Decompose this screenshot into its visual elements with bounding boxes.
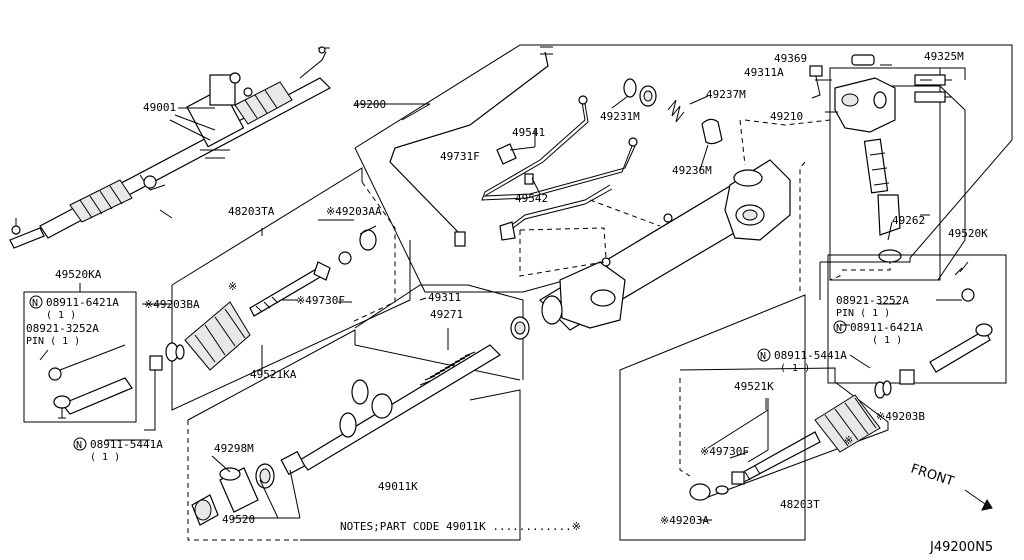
label-49271: 49271 <box>430 308 463 321</box>
label-49011k: 49011K <box>378 480 418 493</box>
label-49521ka: 49521KA <box>250 368 297 381</box>
group-outline-49200 <box>354 44 1013 263</box>
label-49200: 49200 <box>353 98 386 111</box>
label-qty-1l: ( 1 ) <box>90 452 120 463</box>
note-part-code: NOTES;PART CODE 49011K ............※ <box>340 520 581 533</box>
label-49298m: 49298M <box>214 442 254 455</box>
label-49237m: 49237M <box>706 88 746 101</box>
label-08911-5441a-l: 08911-5441A <box>90 438 163 451</box>
label-49203aa: ※49203AA <box>326 205 382 218</box>
label-49210: 49210 <box>770 110 803 123</box>
label-49311: 49311 <box>428 291 461 304</box>
label-49001: 49001 <box>143 101 176 114</box>
label-qty-1a: ( 1 ) <box>46 310 76 321</box>
label-08911-6421a: 08911-6421A <box>46 296 119 309</box>
label-49369: 49369 <box>774 52 807 65</box>
label-49520: 49520 <box>222 513 255 526</box>
label-star-t: ※ <box>844 434 853 447</box>
label-49520k: 49520K <box>948 227 988 240</box>
label-08911-6421a-r: 08911-6421A <box>850 321 923 334</box>
label-08921-3252a: 08921-3252A <box>26 322 99 335</box>
label-49730f-top: ※49730F <box>296 294 345 307</box>
label-48203ta: 48203TA <box>228 205 275 218</box>
label-qty-1r: ( 1 ) <box>872 335 902 346</box>
label-08921-3252a-r: 08921-3252A <box>836 294 909 307</box>
nut-symbol-2: N <box>836 323 842 334</box>
nut-symbol-1: N <box>32 298 38 309</box>
label-star-ta: ※ <box>228 280 237 293</box>
label-08911-5441a-r: 08911-5441A <box>774 349 847 362</box>
feed-pipe <box>389 51 549 247</box>
label-pin-1a: PIN ( 1 ) <box>26 336 80 347</box>
label-49203ba: ※49203BA <box>144 298 200 311</box>
label-49541: 49541 <box>512 126 545 139</box>
label-49311a: 49311A <box>744 66 784 79</box>
tie-rod-end-right-box <box>827 254 1007 384</box>
label-front: FRONT <box>909 462 956 490</box>
label-49731f: 49731F <box>440 150 480 163</box>
label-qty-1r2: ( 1 ) <box>780 363 810 374</box>
front-arrow <box>964 489 993 511</box>
group-49311-right <box>619 294 806 541</box>
label-49521k: 49521K <box>734 380 774 393</box>
label-49325m: 49325M <box>924 50 964 63</box>
diagram-code: J49200N5 <box>929 540 993 555</box>
group-48203ta <box>171 167 363 286</box>
steering-gear-assembly <box>9 46 331 249</box>
label-49203a: ※49203A <box>660 514 709 527</box>
label-48203t: 48203T <box>780 498 820 511</box>
gear-housing <box>539 159 791 331</box>
label-49236m: 49236M <box>672 164 712 177</box>
label-49231m: 49231M <box>600 110 640 123</box>
label-49520ka: 49520KA <box>55 268 102 281</box>
nut-symbol-3: N <box>760 351 766 362</box>
nut-symbol-4: N <box>76 440 82 451</box>
label-49542: 49542 <box>515 192 548 205</box>
label-49730f-bot: ※49730F <box>700 445 749 458</box>
label-pin-1r: PIN ( 1 ) <box>836 308 890 319</box>
label-49262: 49262 <box>892 214 925 227</box>
label-49203b: ※49203B <box>876 410 925 423</box>
